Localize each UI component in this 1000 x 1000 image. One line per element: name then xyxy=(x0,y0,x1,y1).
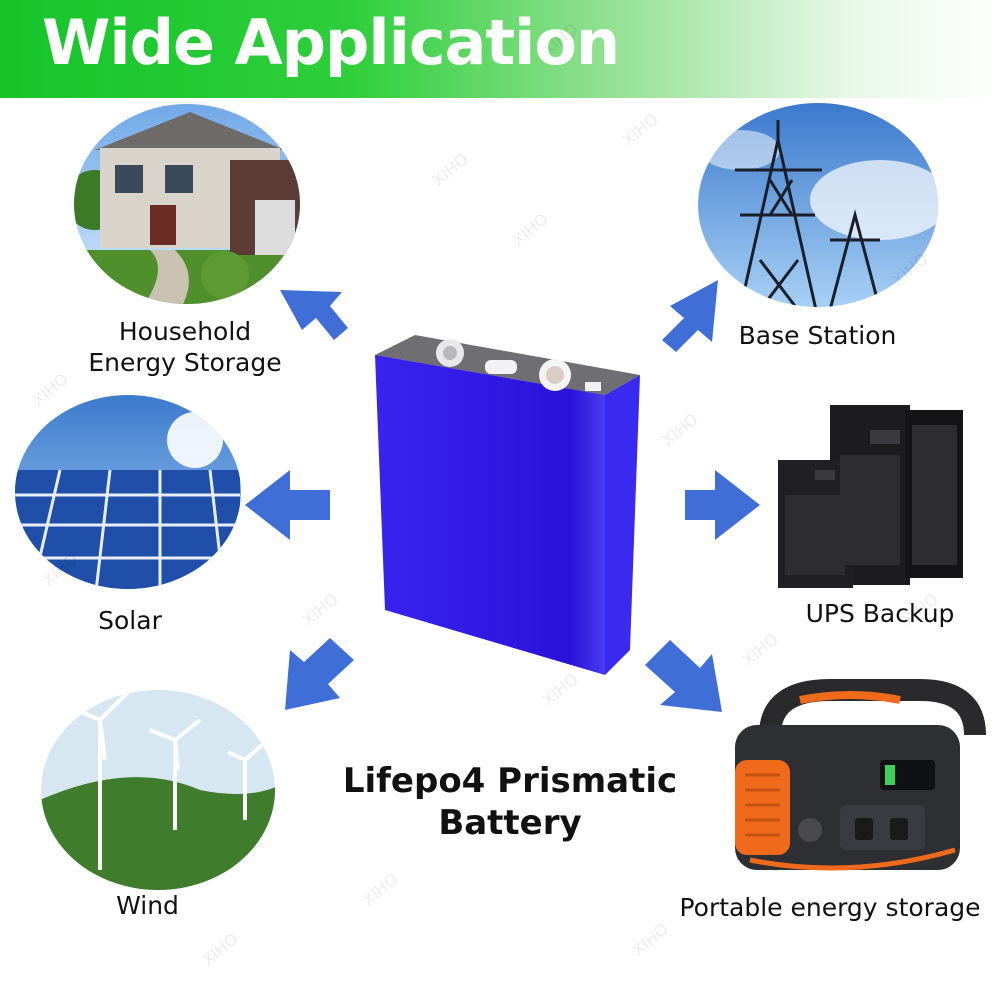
product-title: Lifepo4 Prismatic Battery xyxy=(320,760,700,844)
label-base-station: Base Station xyxy=(738,321,897,350)
banner-title: Wide Application xyxy=(42,6,620,79)
label-household-line2: Energy Storage xyxy=(88,348,282,377)
wind-image xyxy=(41,690,275,890)
arrow-base-station xyxy=(662,280,718,352)
arrow-household xyxy=(280,290,348,340)
header-banner: Wide Application xyxy=(0,0,1000,98)
arrow-group xyxy=(245,280,760,712)
solar-image xyxy=(15,395,241,589)
battery-image xyxy=(375,335,640,675)
arrow-ups xyxy=(685,470,760,540)
label-household: Household Energy Storage xyxy=(70,316,300,378)
label-solar: Solar xyxy=(98,606,162,635)
label-ups: UPS Backup xyxy=(805,599,955,628)
arrow-solar xyxy=(245,470,330,540)
portable-station-image xyxy=(735,679,986,871)
label-household-line1: Household xyxy=(118,317,252,346)
arrow-wind xyxy=(285,638,354,710)
household-image xyxy=(74,104,300,304)
label-wind: Wind xyxy=(116,891,179,920)
label-portable: Portable energy storage xyxy=(679,893,981,922)
product-title-line2: Battery xyxy=(438,803,582,843)
product-title-line1: Lifepo4 Prismatic xyxy=(342,761,678,801)
arrow-portable xyxy=(645,640,722,712)
ups-image xyxy=(778,405,963,588)
